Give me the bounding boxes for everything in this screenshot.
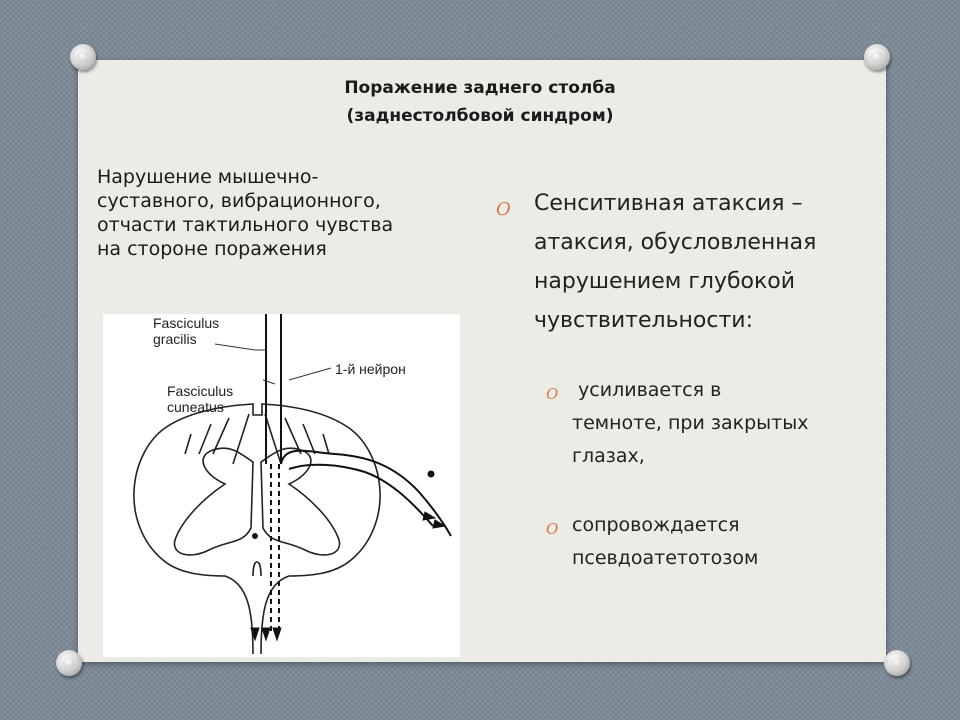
label-fasciculus-gracilis-2: gracilis xyxy=(153,331,197,347)
arrow-down-2 xyxy=(261,627,271,642)
sub-bullet-marker-icon: O xyxy=(546,385,559,403)
left-description: Нарушение мышечно- суставного, вибрацион… xyxy=(97,165,397,261)
left-description-line: Нарушение мышечно- xyxy=(97,166,319,188)
arrow-down-3 xyxy=(272,627,282,642)
neuron-body xyxy=(427,470,435,478)
arrow-root-2 xyxy=(422,511,437,521)
left-description-line: суставного, вибрационного, xyxy=(97,190,381,212)
pushpin-bottom-right-icon xyxy=(884,650,910,676)
bullet-line: темноте, при закрытых xyxy=(572,412,809,434)
bullet-line: чувствительности: xyxy=(534,308,754,333)
label-first-neuron: 1-й нейрон xyxy=(335,361,406,377)
spinal-cord-diagram: Fasciculus gracilis Fasciculus cuneatus … xyxy=(103,314,460,657)
arrow-root xyxy=(432,519,447,529)
label-fasciculus-cuneatus-1: Fasciculus xyxy=(167,383,233,399)
bullet-line: псевдоатетотозом xyxy=(572,547,759,569)
bullet-marker-icon: O xyxy=(496,199,511,220)
pushpin-top-left-icon xyxy=(70,44,96,70)
bullet-line: глазах, xyxy=(572,445,645,467)
anterior-fissure xyxy=(252,561,262,577)
label-fasciculus-gracilis-1: Fasciculus xyxy=(153,315,219,331)
bullet-line: усиливается в xyxy=(572,379,722,401)
posterior-funiculus-right xyxy=(264,413,330,465)
leader-neuron xyxy=(288,367,332,381)
arrow-down-1 xyxy=(250,627,260,642)
posterior-funiculus-left xyxy=(184,413,250,465)
sub-bullet-item: O сопровождается псевдоатетотозом xyxy=(546,509,866,575)
bullet-line: атаксия, обусловленная xyxy=(534,230,817,255)
bullet-line: сопровождается xyxy=(572,514,740,536)
bullet-line: Сенситивная атаксия – xyxy=(534,191,803,216)
sub-bullet-item: O усиливается в темноте, при закрытых гл… xyxy=(546,374,866,473)
pushpin-top-right-icon xyxy=(864,44,890,70)
spinal-cord-illustration: Fasciculus gracilis Fasciculus cuneatus … xyxy=(133,314,452,655)
leader-gracilis xyxy=(214,343,266,351)
left-description-line: отчасти тактильного чувства xyxy=(97,214,394,236)
dorsal-root-outer xyxy=(288,463,434,527)
slide-title-line-2: (заднестолбовой синдром) xyxy=(346,106,614,126)
bullet-line: нарушением глубокой xyxy=(534,269,796,294)
bullet-item: O Сенситивная атаксия – атаксия, обуслов… xyxy=(496,184,846,340)
sub-bullet-marker-icon: O xyxy=(546,520,559,538)
left-description-line: на стороне поражения xyxy=(97,238,327,260)
slide-title-line-1: Поражение заднего столба xyxy=(344,78,616,98)
dorsal-root xyxy=(280,449,452,537)
pushpin-bottom-left-icon xyxy=(56,650,82,676)
cord-outline xyxy=(133,403,381,655)
leader-cuneatus xyxy=(262,379,276,385)
neuron-dot-left xyxy=(252,533,258,539)
slide-title: Поражение заднего столба (заднестолбовой… xyxy=(0,74,960,130)
label-fasciculus-cuneatus-2: cuneatus xyxy=(167,399,224,415)
gray-matter-left xyxy=(173,447,254,556)
